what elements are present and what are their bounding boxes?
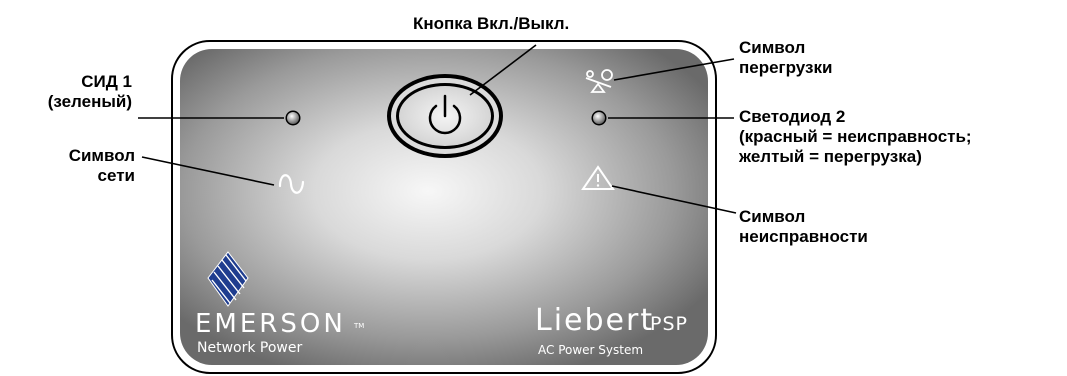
label-mains-symbol-line2: сети xyxy=(97,166,135,185)
label-overload-symbol-line2: перегрузки xyxy=(739,58,833,77)
label-overload-symbol: Символ перегрузки xyxy=(739,38,832,78)
label-led-1: СИД 1 (зеленый) xyxy=(0,72,132,112)
emerson-diamond-logo xyxy=(207,251,249,307)
label-mains-symbol-line1: Символ xyxy=(68,146,135,165)
label-fault-symbol-line2: неисправности xyxy=(739,227,868,246)
leader-lines xyxy=(138,44,737,214)
emerson-trademark: TM xyxy=(354,322,365,330)
label-power-button: Кнопка Вкл./Выкл. xyxy=(413,14,570,33)
warning-triangle-icon xyxy=(581,165,615,190)
emerson-subtitle: Network Power xyxy=(197,340,303,356)
liebert-wordmark: Liebert xyxy=(535,303,655,338)
leader-mains-symbol xyxy=(141,156,275,186)
liebert-model: PSP xyxy=(650,313,688,335)
label-led-2-line1: Светодиод 2 xyxy=(739,107,846,126)
label-overload-symbol-line1: Символ xyxy=(739,38,806,57)
label-fault-symbol: Символ неисправности xyxy=(739,207,868,247)
label-fault-symbol-line1: Символ xyxy=(739,207,806,226)
label-led-1-line2: (зеленый) xyxy=(47,92,132,111)
leader-power-button xyxy=(469,44,537,96)
power-button[interactable] xyxy=(387,74,503,158)
leader-fault-symbol xyxy=(611,185,737,214)
label-mains-symbol: Символ сети xyxy=(0,146,135,186)
panel-face xyxy=(180,49,708,365)
label-led-2: Светодиод 2 (красный = неисправность; же… xyxy=(739,107,972,167)
emerson-wordmark: EMERSON xyxy=(195,309,346,339)
led-2 xyxy=(591,110,607,126)
led-1 xyxy=(285,110,301,126)
sine-wave-icon xyxy=(278,174,305,194)
label-led-1-line1: СИД 1 xyxy=(81,72,132,91)
liebert-subtitle: AC Power System xyxy=(538,343,644,357)
label-led-2-line3: желтый = перегрузка) xyxy=(739,147,922,166)
leader-overload-symbol xyxy=(613,58,735,81)
seesaw-overload-icon xyxy=(585,69,613,93)
power-icon xyxy=(428,94,462,135)
label-led-2-line2: (красный = неисправность; xyxy=(739,127,972,146)
